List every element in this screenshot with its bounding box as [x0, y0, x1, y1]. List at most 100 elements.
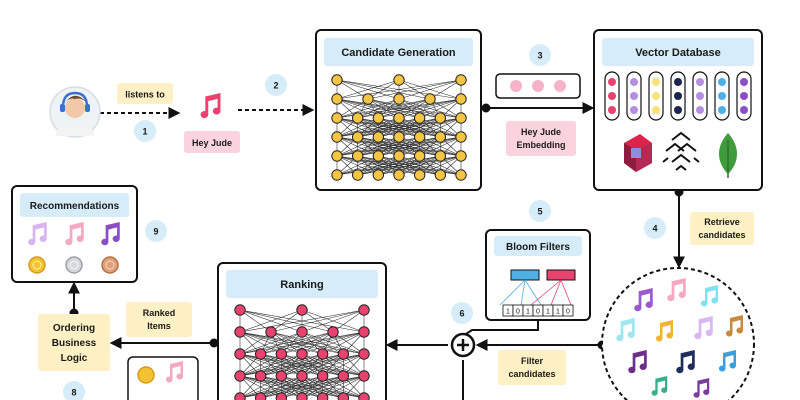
embedding-pill: Hey Jude Embedding — [506, 121, 576, 156]
retrieve-label-line1: Retrieve — [704, 217, 740, 227]
candidate-generation-edge — [398, 79, 462, 100]
candidate-generation-node — [413, 112, 426, 124]
bloom-bit-label: 1 — [546, 309, 550, 316]
ranking-edge — [270, 309, 303, 333]
ranking-edge — [322, 375, 365, 399]
ranking-node — [296, 370, 308, 382]
user-avatar — [49, 86, 101, 138]
candidate-generation-node — [372, 131, 385, 143]
candidate-generation-node — [393, 169, 405, 181]
ranking-edge — [301, 331, 334, 355]
vector-cell — [652, 106, 660, 114]
bloom-bit-label: 1 — [556, 309, 560, 316]
candidate-generation-node — [393, 112, 405, 124]
candidate-generation-node — [424, 93, 436, 105]
step-6-badge: 6 — [451, 302, 473, 324]
step-8-badge: 8 — [63, 381, 85, 400]
svg-text:1: 1 — [142, 127, 147, 137]
candidate-generation-edge — [398, 117, 462, 138]
recommendations-box: Recommendations — [11, 185, 138, 283]
bloom-bit-label: 0 — [566, 309, 570, 316]
ranking-edge — [322, 331, 365, 355]
candidate-generation-edge — [367, 79, 462, 100]
candidate-generation-node — [372, 169, 385, 181]
candidate-generation-edge — [336, 98, 379, 119]
candidate-generation-edge — [419, 136, 462, 157]
ranking-node — [358, 392, 370, 400]
ranking-node — [327, 326, 339, 338]
candidate-generation-edge — [336, 79, 400, 100]
ranking-edge — [239, 331, 272, 355]
candidate-generation-edge — [357, 98, 431, 119]
ranking-box: Ranking — [217, 262, 387, 400]
candidate-generation-node — [413, 150, 426, 162]
candidate-generation-node — [434, 169, 447, 181]
ordering-business-logic-pill: Ordering Business Logic — [38, 314, 110, 371]
vector-cell — [696, 92, 704, 100]
candidate-generation-node — [331, 112, 343, 124]
recommendations-title: Recommendations — [30, 201, 120, 212]
candidate-generation-node — [331, 150, 343, 162]
vector-cell — [674, 106, 682, 114]
candidate-generation-edge — [419, 155, 462, 176]
candidate-generation-node — [434, 112, 447, 124]
candidate-generation-edge — [336, 79, 369, 100]
vector-cell — [608, 92, 616, 100]
candidate-generation-node — [351, 169, 364, 181]
ranked-label-line2: Items — [147, 321, 171, 331]
ranking-edge — [239, 331, 303, 355]
hey-jude-label: Hey Jude — [192, 138, 232, 148]
step-9-badge: 9 — [145, 220, 167, 242]
ranking-node — [234, 304, 246, 316]
candidate-generation-node — [434, 131, 447, 143]
svg-text:2: 2 — [273, 81, 278, 91]
listens-to-label: listens to — [125, 90, 165, 100]
embedding-label-line1: Hey Jude — [521, 127, 561, 137]
ranking-edge — [239, 309, 365, 333]
candidate-generation-node — [351, 150, 364, 162]
edge-bloom-to-filter — [465, 320, 539, 335]
candidate-generation-edge — [336, 136, 400, 157]
step-2-badge: 2 — [265, 74, 287, 96]
candidate-generation-edge — [336, 98, 369, 119]
vector-database-box: Vector Database — [593, 29, 763, 191]
candidate-generation-network — [331, 74, 467, 181]
candidate-generation-edge — [429, 79, 462, 100]
candidate-generation-edge — [367, 79, 400, 100]
candidate-generation-edge — [378, 98, 431, 119]
vector-cell — [718, 78, 726, 86]
candidate-generation-edge — [336, 155, 379, 176]
candidate-pool — [601, 267, 755, 400]
ranking-node — [234, 348, 246, 360]
vector-cell — [630, 78, 638, 86]
candidate-generation-node — [331, 131, 343, 143]
ordering-label-line2: Business — [52, 338, 97, 349]
ranking-node — [234, 326, 246, 338]
svg-text:8: 8 — [71, 388, 76, 398]
listens-to-pill: listens to — [117, 83, 173, 104]
ranking-node — [265, 326, 277, 338]
ranking-node — [254, 392, 267, 400]
ranking-node — [254, 370, 267, 382]
ranking-node — [337, 392, 350, 400]
candidate-generation-node — [393, 93, 405, 105]
ranking-node — [234, 392, 246, 400]
ranking-edge — [239, 375, 282, 399]
ranking-edge — [260, 331, 303, 355]
ranking-edge — [281, 375, 365, 399]
candidate-generation-edge — [336, 155, 400, 176]
candidate-generation-node — [455, 169, 467, 181]
bronze-medal-icon — [101, 256, 119, 274]
weaviate-logo — [662, 131, 700, 171]
candidate-generation-node — [351, 112, 364, 124]
gold-medal-icon — [137, 366, 155, 384]
candidate-generation-node — [331, 93, 343, 105]
candidate-generation-node — [362, 93, 374, 105]
embedding-label-line2: Embedding — [517, 140, 566, 150]
candidate-generation-node — [393, 131, 405, 143]
candidate-generation-edge — [357, 98, 400, 119]
candidate-generation-edge — [378, 155, 462, 176]
candidate-generation-node — [455, 150, 467, 162]
ranked-items-pill: Ranked Items — [126, 302, 192, 337]
